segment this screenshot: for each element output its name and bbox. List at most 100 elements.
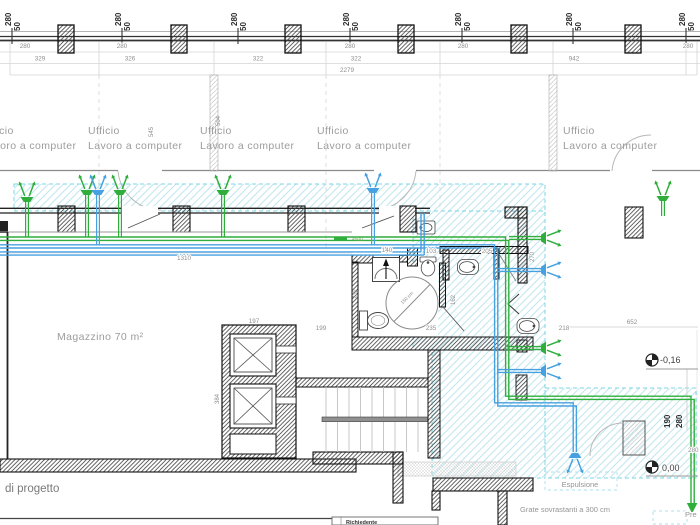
bottom-right-area [544,420,688,525]
dim-label: 197 [249,318,260,325]
dim-label: 280 [683,43,694,50]
dim-label: 329 [35,56,46,63]
stair-handrail [321,416,429,422]
dim-rows: 280 280 280 280 280 329 326 322 322 942 … [19,42,695,75]
wall-stub [0,221,8,233]
dim-label: 2279 [340,67,355,74]
dim-label: 280 [345,43,356,50]
dim-label: 50 [239,22,248,31]
benchmark-icon [645,353,659,367]
exhaust-label: Espulsione [562,480,599,489]
dim-label: 235 [426,325,437,332]
supply-diffuser-icon [653,179,673,216]
dim-label: 50 [13,22,22,31]
title-block [331,516,439,525]
dim-label: 232 [353,288,359,299]
room-label-storage: Magazzino 70 m² [57,331,144,343]
dim-label: 280 [458,43,469,50]
window-band [0,24,700,54]
dim-label: 50 [351,22,360,31]
exhaust-diffuser-icon [363,171,383,245]
staircase [295,349,441,459]
elevator-block [221,324,297,459]
dim-label: 280 [342,12,351,26]
dim-label: 205 [482,248,493,255]
room-activity: Lavoro a computer [200,140,294,152]
office-labels: Ufficio Lavoro a computer Ufficio Lavoro… [0,125,657,152]
intake-arrow-icon [686,503,698,514]
drawing-phase-label: di progetto [5,483,59,495]
bathroom-block [351,220,540,351]
titleblock-label: Richiedente [346,520,377,525]
window-dims: 280 50 280 50 280 50 280 50 280 50 280 5… [4,12,696,31]
toilet-icon [359,310,389,331]
duct-size-tag: 4500 [352,237,363,243]
floor-grate [397,461,517,477]
dim-label: 280 [20,43,31,50]
intake-label: Pre [685,510,697,519]
dim-label: 190 [663,414,672,428]
room-label: Ufficio [0,125,14,137]
elevator-shaft [229,383,297,429]
dim-label: 280 [454,12,463,26]
corridor-wall [0,205,644,401]
structural-columns [57,24,642,54]
dim-label: 322 [351,56,362,63]
dim-label: 50 [574,22,583,31]
dim-label: 50 [123,22,132,31]
benchmark-icon [645,460,659,474]
dim-label: 280 [675,414,684,428]
supply-diffuser-icon [213,173,233,237]
dim-label: 270 [530,251,536,262]
room-label: Ufficio [200,125,232,137]
supply-duct-network [0,235,698,514]
level-value: 0,00 [662,463,680,473]
dim-label: 280 [678,12,687,26]
exhaust-diffuser-icon [88,173,108,245]
urinal-icon [419,256,437,277]
supply-diffuser-icon [17,180,37,237]
dim-label: 280 [565,12,574,26]
room-activity: Lavoro a computer [88,140,182,152]
door-arc [589,422,624,457]
dim-label: 50 [687,22,696,31]
dim-label: 162 [451,294,457,305]
room-label: Ufficio [317,125,349,137]
dim-label: 280 [230,12,239,26]
level-markers [645,353,698,477]
double-door-icon [372,257,400,282]
partition-wall [548,74,558,172]
grate-note: Grate sovrastanti a 300 cm [520,505,610,514]
dim-label: 280 [117,43,128,50]
dim-label: 50 [463,22,472,31]
dim-label: 218 [559,325,570,332]
dim-label: 652 [627,319,638,326]
partition-wall [209,74,219,172]
dim-label: 322 [253,56,264,63]
supply-diffuser-icon [110,173,130,237]
door-notch [507,293,520,315]
room-label: Ufficio [88,125,120,137]
diffusers [17,171,673,475]
dim-label: 280 [114,12,123,26]
storage-and-bottom-walls [0,232,534,525]
dim-label: 942 [569,56,580,63]
room-label: Ufficio [563,125,595,137]
room-activity: Lavoro a computer [563,140,657,152]
dim-label: 545 [149,126,155,137]
dim-label: 1310 [177,255,192,262]
dim-label: 504 [216,115,222,126]
dim-label: 326 [125,56,136,63]
turning-circle [385,276,439,330]
room-activity: Lavoro a computer [317,140,411,152]
texts: 280 50 280 50 280 50 280 50 280 50 280 5… [0,12,700,525]
exhaust-duct-network [0,213,578,452]
dim-label: 140 [382,247,393,254]
dim-label: 384 [215,393,221,404]
supply-diffuser-icon [77,173,97,237]
sink-icon [457,259,479,275]
dim-label: 103 [426,248,437,255]
dim-label: 280 [4,12,13,26]
